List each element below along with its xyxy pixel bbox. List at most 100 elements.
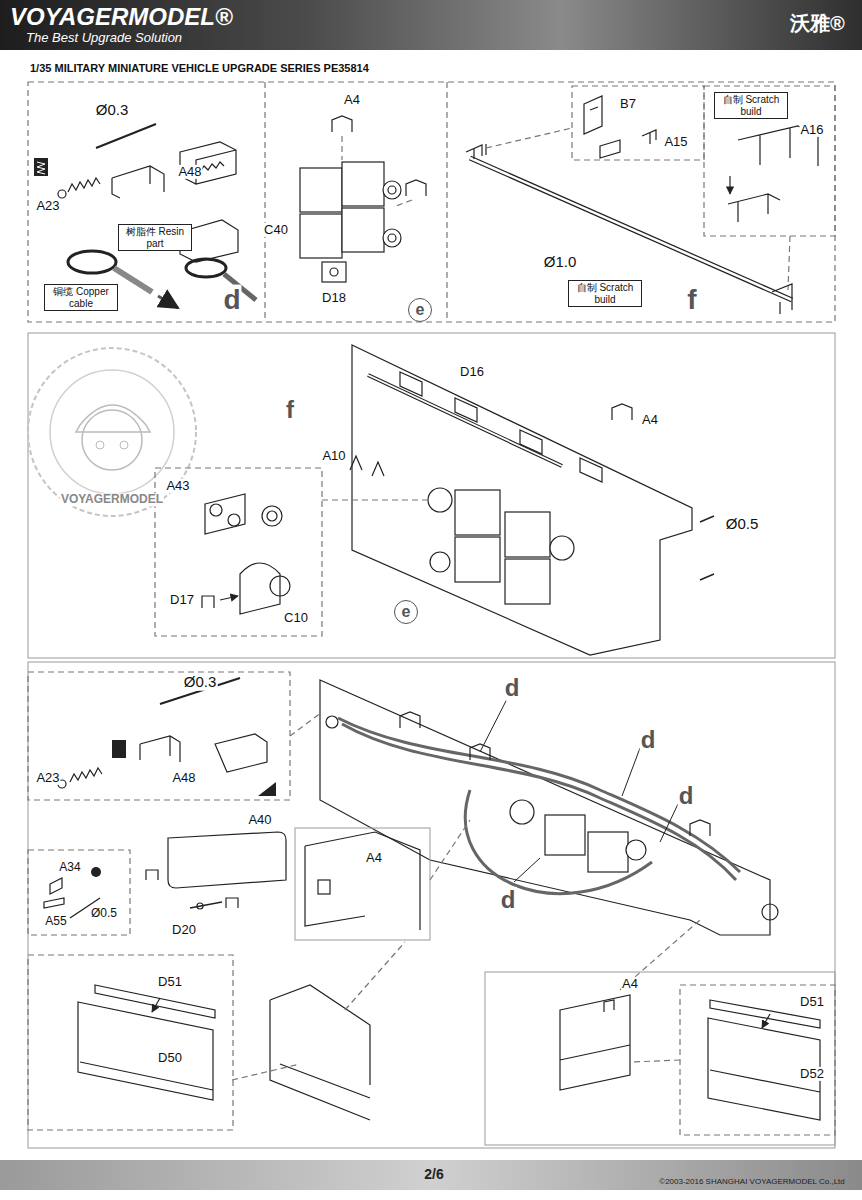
detail-frame — [155, 468, 322, 636]
clip — [690, 820, 710, 836]
plate-a55 — [44, 898, 64, 908]
box-lug — [383, 229, 401, 247]
ring — [267, 511, 277, 521]
bracket — [112, 166, 164, 198]
pin — [700, 574, 714, 580]
clip — [400, 712, 420, 728]
pin-eye — [197, 903, 203, 909]
step-letter: d — [504, 675, 521, 701]
leader — [396, 200, 412, 206]
leader — [322, 499, 428, 500]
ammo-box — [588, 832, 628, 872]
leader — [345, 942, 405, 1010]
lug — [430, 552, 450, 572]
pin — [700, 516, 714, 522]
hole — [228, 514, 240, 526]
corner-mark — [258, 782, 276, 796]
ammo-box — [455, 537, 500, 582]
rod-highlight — [470, 158, 792, 300]
hole — [330, 268, 338, 276]
side-plate-art — [155, 345, 714, 655]
part-number: A4 — [343, 93, 361, 107]
mascot-eye — [96, 441, 104, 449]
detail-frame — [28, 850, 130, 935]
plate-d50 — [78, 1002, 213, 1100]
lug-c10 — [240, 563, 280, 614]
part-number: C40 — [263, 223, 289, 237]
page-number: 2/6 — [423, 1167, 444, 1182]
mascot-watermark — [28, 348, 196, 516]
header-band: VOYAGERMODEL®The Best Upgrade Solution沃雅… — [0, 0, 862, 50]
plate — [322, 262, 346, 282]
step-letter: d — [222, 285, 241, 316]
note-text: 自制 Scratch build — [718, 94, 784, 117]
lug — [510, 800, 534, 824]
panel-e-art — [300, 116, 426, 282]
cable-eye — [68, 251, 116, 273]
lug — [550, 536, 574, 560]
clip — [604, 1000, 614, 1012]
panel-divider — [264, 82, 265, 322]
plate-sketch — [560, 995, 630, 1090]
hub — [326, 716, 338, 728]
part-note: 铜缆 Copper cable — [44, 284, 118, 311]
brand-text: The Best Upgrade Solution — [26, 31, 182, 45]
lug — [626, 840, 646, 860]
clip-d17 — [202, 596, 214, 608]
leader — [660, 804, 678, 842]
step-letter: d — [640, 727, 657, 753]
bracket-a15 — [642, 130, 656, 144]
side-plate — [320, 680, 770, 935]
step-letter: e — [394, 600, 418, 624]
plate-b7 — [584, 96, 602, 134]
part-number: A23 — [35, 199, 60, 213]
wire-rod — [96, 124, 156, 148]
dimension: Ø0.5 — [90, 907, 118, 920]
part-note: 自制 Scratch build — [568, 280, 642, 307]
footer-band — [0, 1160, 862, 1190]
panel-divider — [446, 82, 447, 322]
bracket — [520, 430, 542, 454]
mascot-face — [82, 410, 142, 470]
copyright-note: ©2003-2016 SHANGHAI VOYAGERMODEL Co.,Ltd — [658, 1178, 846, 1187]
tow-cable — [338, 718, 740, 872]
spring — [68, 178, 100, 192]
bracket — [455, 398, 477, 422]
hub — [318, 880, 330, 894]
tow-cable — [342, 724, 736, 880]
clip — [612, 404, 632, 420]
brand-text: VOYAGERMODEL® — [10, 4, 233, 30]
detail-frame — [28, 672, 290, 800]
part-number: A48 — [171, 771, 196, 785]
rod — [470, 158, 792, 300]
detail-frame — [295, 828, 430, 940]
part-number: D51 — [157, 975, 183, 989]
dimension: Ø1.0 — [543, 254, 578, 271]
clip — [406, 180, 426, 196]
leader — [430, 820, 470, 880]
clip — [350, 456, 362, 470]
series-title: 1/35 MILITARY MINIATURE VEHICLE UPGRADE … — [30, 62, 369, 74]
leader — [632, 1060, 680, 1062]
part-number: D16 — [459, 365, 485, 379]
part-number: D18 — [321, 291, 347, 305]
part-number: A16 — [799, 123, 824, 137]
part-number: D17 — [169, 593, 195, 607]
part-number: A48 — [177, 165, 202, 179]
plate-a43 — [205, 494, 245, 534]
part-note: 自制 Scratch build — [714, 92, 788, 119]
detail-frame — [572, 86, 704, 160]
ammo-box — [300, 168, 342, 212]
ammo-box — [342, 162, 384, 206]
part-number: A10 — [321, 449, 346, 463]
part-number: D51 — [799, 995, 825, 1009]
side-plate-art — [28, 672, 835, 1145]
panel-d-art — [34, 124, 256, 308]
box-lug — [388, 186, 396, 194]
mascot-eye — [120, 441, 128, 449]
part-number: D20 — [171, 923, 197, 937]
part-number: D52 — [799, 1067, 825, 1081]
rod-bracket — [772, 284, 792, 314]
spring — [200, 162, 224, 172]
plate-sketch — [305, 832, 420, 930]
